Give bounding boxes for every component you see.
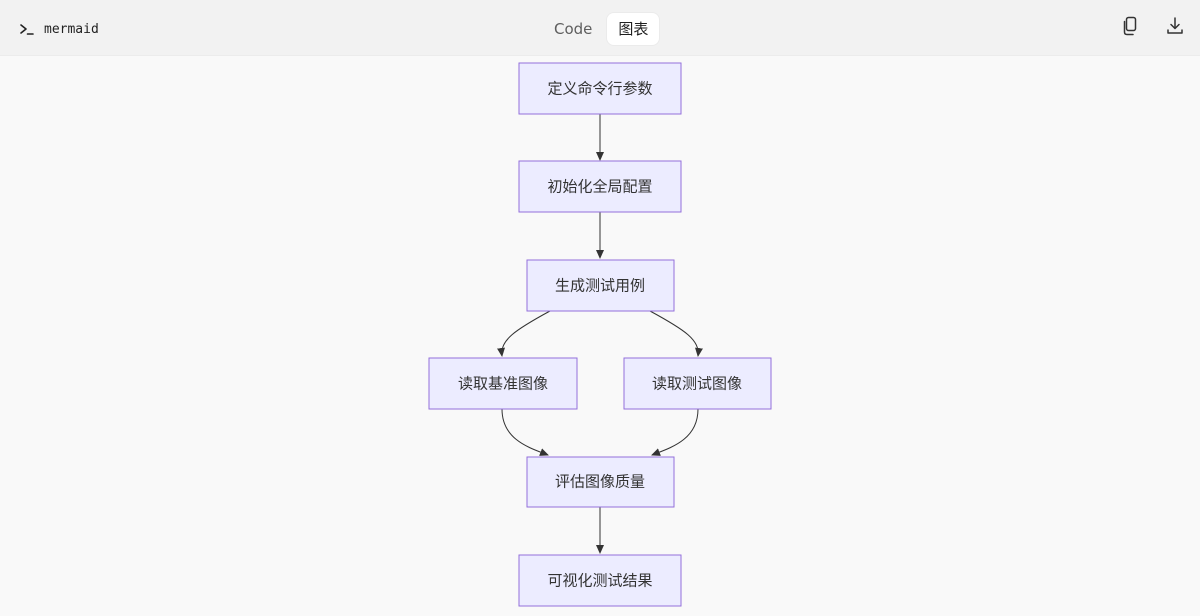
node-label: 可视化测试结果 xyxy=(547,572,652,590)
tab-diagram[interactable]: 图表 xyxy=(607,13,660,45)
terminal-icon xyxy=(18,20,36,38)
flowchart-canvas: 定义命令行参数 初始化全局配置 生成测试用例 读取基准图像 读取测试图像 评估图… xyxy=(428,62,772,607)
language-label: mermaid xyxy=(18,18,99,40)
node-define-args[interactable]: 定义命令行参数 xyxy=(518,62,682,115)
language-name: mermaid xyxy=(44,21,99,37)
node-evaluate-quality[interactable]: 评估图像质量 xyxy=(526,456,675,508)
node-label: 读取基准图像 xyxy=(458,375,548,393)
node-label: 评估图像质量 xyxy=(555,473,645,491)
node-read-reference[interactable]: 读取基准图像 xyxy=(428,357,578,410)
download-button[interactable] xyxy=(1164,16,1186,40)
edges xyxy=(497,114,703,554)
edge-c-e xyxy=(649,310,703,357)
edge-c-d xyxy=(497,310,551,357)
node-label: 生成测试用例 xyxy=(555,277,645,295)
edge-e-f xyxy=(651,408,699,456)
node-label: 初始化全局配置 xyxy=(547,178,652,196)
code-block-toolbar: mermaid Code 图表 xyxy=(0,0,1200,56)
node-read-test[interactable]: 读取测试图像 xyxy=(623,357,772,410)
copy-icon xyxy=(1122,16,1140,40)
toolbar-actions xyxy=(1120,16,1186,40)
node-init-config[interactable]: 初始化全局配置 xyxy=(518,160,682,213)
node-visualize-results[interactable]: 可视化测试结果 xyxy=(518,554,682,607)
node-label: 定义命令行参数 xyxy=(547,80,652,98)
node-generate-cases[interactable]: 生成测试用例 xyxy=(526,259,675,312)
view-tabs: Code 图表 xyxy=(543,13,660,45)
node-label: 读取测试图像 xyxy=(652,375,742,393)
download-icon xyxy=(1166,16,1184,40)
tab-code[interactable]: Code xyxy=(554,20,593,38)
copy-button[interactable] xyxy=(1120,16,1142,40)
nodes: 定义命令行参数 初始化全局配置 生成测试用例 读取基准图像 读取测试图像 评估图… xyxy=(428,62,772,607)
edge-d-f xyxy=(501,408,549,456)
